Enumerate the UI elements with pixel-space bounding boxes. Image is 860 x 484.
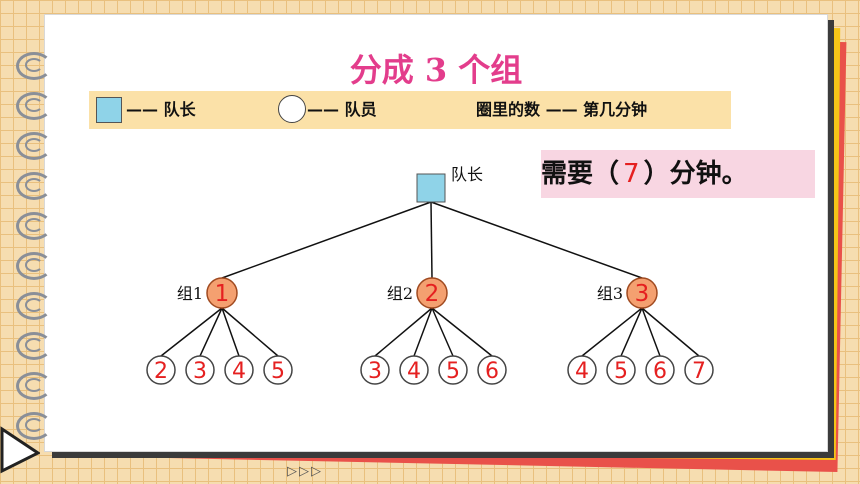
leader-to-group-line (430, 201, 643, 279)
binding-ring-icon (16, 132, 52, 160)
member-minute: 4 (232, 359, 246, 384)
leader-square (416, 173, 446, 203)
member-minute: 4 (407, 359, 421, 384)
member-minute: 6 (485, 359, 499, 384)
member-circle (567, 355, 597, 385)
group-to-member-line (221, 307, 240, 357)
group-to-member-line (581, 307, 643, 357)
group-to-member-line (431, 307, 454, 357)
group-label: 组3 (597, 284, 623, 303)
answer-prefix: 需要（ (541, 159, 620, 189)
leader-square-icon (96, 97, 122, 123)
group-circle (206, 277, 238, 309)
tree-lines (160, 201, 700, 357)
member-minute: 6 (653, 359, 667, 384)
group-circle (626, 277, 658, 309)
legend-bar: —— 队长 —— 队员 圈里的数 —— 第几分钟 (89, 91, 731, 129)
member-circle (224, 355, 254, 385)
leader-label: 队长 (451, 165, 483, 184)
group-to-member-line (641, 307, 700, 357)
answer-box: 需要（7）分钟。 (541, 150, 815, 198)
slide-title: 分成 3 个组 (349, 51, 523, 89)
group-to-member-line (199, 307, 223, 357)
nav-arrows-icon: ▷▷▷ (287, 464, 323, 479)
answer-value: 7 (623, 159, 640, 189)
member-circle (606, 355, 636, 385)
legend-circle-meaning: 圈里的数 —— 第几分钟 (476, 100, 648, 119)
member-circle (438, 355, 468, 385)
answer-suffix: ）分钟。 (643, 159, 748, 189)
group-circle (416, 277, 448, 309)
group-to-member-line (413, 307, 433, 357)
binding-ring-icon (16, 412, 52, 440)
legend-member-text: —— 队员 (307, 100, 377, 119)
binding-ring-icon (16, 372, 52, 400)
leader-to-group-line (430, 201, 433, 279)
binding-ring-icon (16, 172, 52, 200)
group-label: 组2 (387, 284, 413, 303)
member-circle (645, 355, 675, 385)
group-minute: 2 (425, 281, 440, 307)
member-circle (360, 355, 390, 385)
member-minute: 2 (154, 359, 168, 384)
member-circle (263, 355, 293, 385)
group-to-member-line (620, 307, 643, 357)
leader-to-group-line (221, 201, 432, 279)
member-minute: 3 (193, 359, 207, 384)
group-to-member-line (221, 307, 279, 357)
member-minute: 4 (575, 359, 589, 384)
binding-ring-icon (16, 52, 52, 80)
group-label: 组1 (177, 284, 203, 303)
binding-ring-icon (16, 92, 52, 120)
member-minute: 3 (368, 359, 382, 384)
group-minute: 3 (635, 281, 650, 307)
member-minute: 5 (614, 359, 628, 384)
member-minute: 5 (446, 359, 460, 384)
group-to-member-line (160, 307, 223, 357)
group-minute: 1 (215, 281, 230, 307)
member-minute: 7 (692, 359, 706, 384)
member-circle (399, 355, 429, 385)
member-minute: 5 (271, 359, 285, 384)
corner-triangle-icon (0, 426, 40, 474)
group-to-member-line (641, 307, 661, 357)
binding-ring-icon (16, 292, 52, 320)
member-circle (185, 355, 215, 385)
binding-ring-icon (16, 252, 52, 280)
group-to-member-line (374, 307, 433, 357)
legend-leader-text: —— 队长 (126, 100, 196, 119)
member-circle (146, 355, 176, 385)
member-circle (684, 355, 714, 385)
member-circle (477, 355, 507, 385)
binding-ring-icon (16, 212, 52, 240)
group-to-member-line (431, 307, 493, 357)
binding-ring-icon (16, 332, 52, 360)
member-circle-icon (278, 95, 306, 123)
